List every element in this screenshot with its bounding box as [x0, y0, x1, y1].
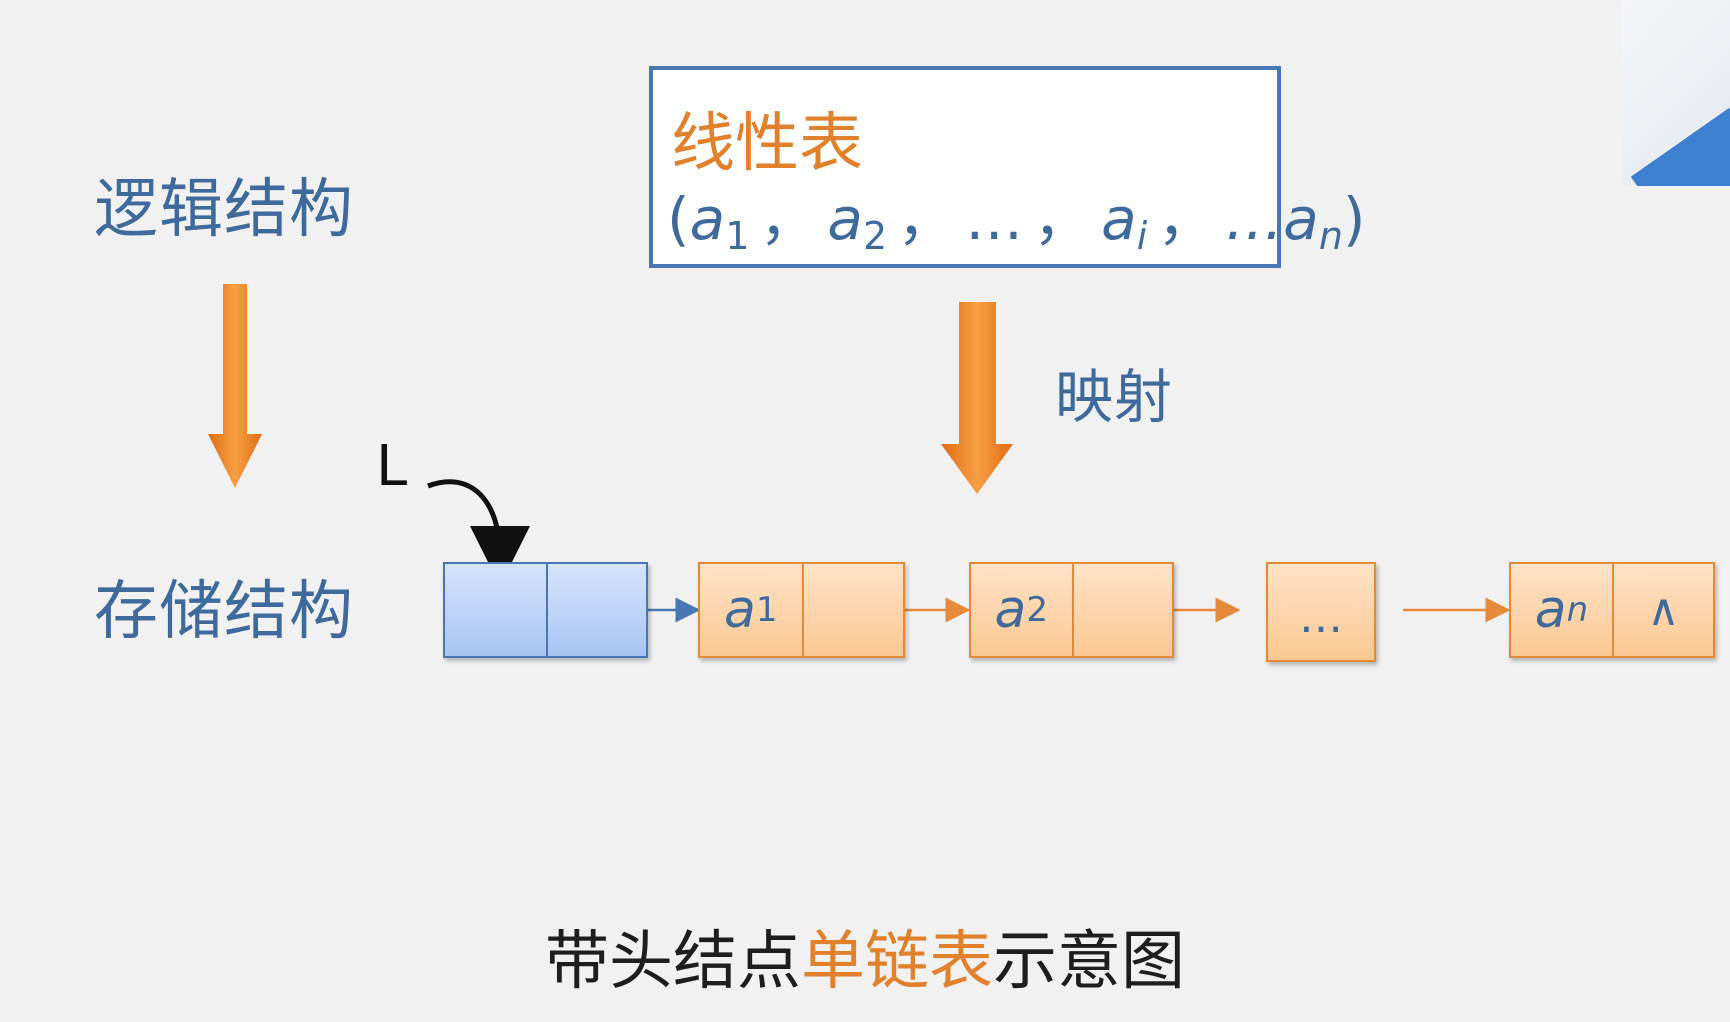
caption-part-1: 带头结点	[545, 925, 801, 999]
tuple-item-4-base: a	[1101, 185, 1137, 253]
logic-structure-label: 逻辑结构	[94, 173, 354, 247]
head-node-next-cell	[545, 564, 647, 656]
tuple-close-paren: )	[1342, 185, 1366, 253]
tuple-sep-4: ，	[1157, 185, 1216, 253]
presenter-video-thumbnail	[1622, 0, 1730, 186]
node-a2-sub: 2	[1026, 590, 1048, 630]
node-a2-next-cell	[1071, 564, 1173, 656]
diagram-caption: 带头结点单链表示意图	[0, 910, 1730, 1002]
caption-part-2: 单链表	[801, 925, 993, 999]
tuple-sep-3: ，	[1033, 185, 1092, 253]
head-node-data-cell	[445, 564, 546, 656]
linear-list-tuple: (a1，a2，…，ai，…an)	[667, 172, 1366, 258]
head-pointer-arrow	[427, 479, 530, 586]
node-a2-base: a	[994, 580, 1027, 640]
node-an-base: a	[1534, 580, 1567, 640]
node-a1-sub: 1	[755, 590, 778, 630]
node-a1-base: a	[723, 580, 756, 640]
head-pointer-label: L	[376, 434, 408, 499]
tuple-item-4-sub: i	[1136, 214, 1148, 258]
tuple-item-3-base: …	[965, 185, 1024, 253]
mapping-label: 映射	[1055, 363, 1174, 431]
tuple-item-5-sub: n	[1318, 214, 1343, 258]
linear-list-box: 线性表 (a1，a2，…，ai，…an)	[649, 66, 1366, 268]
null-pointer-symbol: ∧	[1647, 584, 1680, 636]
tuple-item-1-base: a	[689, 185, 726, 253]
node-ellipsis-text: …	[1299, 591, 1343, 643]
logic-to-storage-arrow	[208, 284, 262, 488]
tuple-open-paren: (	[667, 185, 690, 253]
head-node	[443, 562, 648, 658]
tuple-item-1-sub: 1	[725, 214, 750, 258]
tuple-item-2-sub: 2	[862, 214, 888, 258]
storage-structure-label: 存储结构	[94, 575, 354, 649]
tuple-sep-2: ，	[897, 185, 956, 253]
mapping-arrow	[941, 302, 1013, 494]
node-a1-next-cell	[801, 564, 904, 656]
node-an-sub: n	[1566, 590, 1589, 630]
presenter-shirt-fragment	[1630, 107, 1730, 186]
tuple-item-5-base: …a	[1225, 185, 1319, 253]
tuple-item-2-base: a	[827, 185, 863, 253]
node-ellipsis: …	[1266, 562, 1376, 662]
node-an-next-cell: ∧	[1612, 564, 1713, 656]
caption-part-3: 示意图	[993, 925, 1185, 999]
tuple-sep-1: ，	[759, 185, 818, 253]
linear-list-title: 线性表	[671, 107, 863, 181]
